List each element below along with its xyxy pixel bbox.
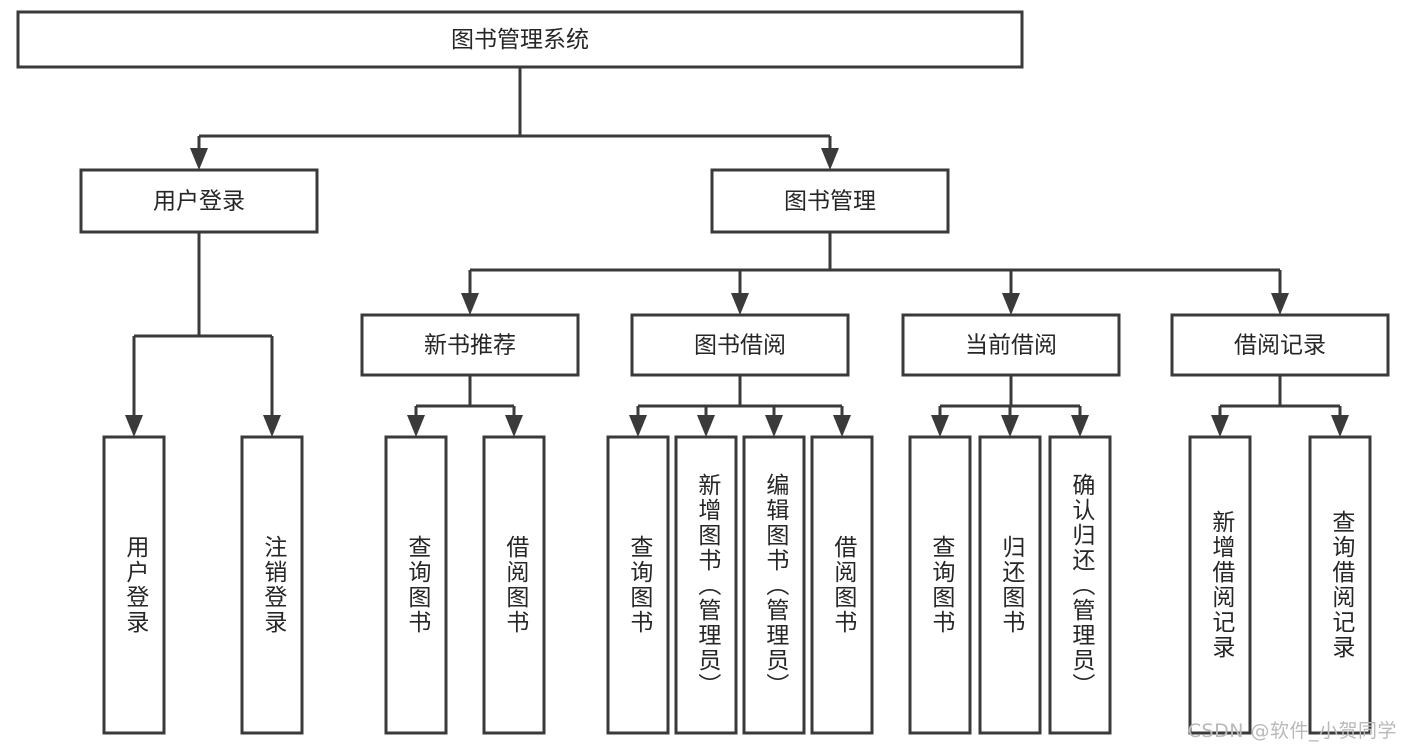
leaf-box-8[interactable] <box>908 435 972 735</box>
node-box-level3-1[interactable] <box>630 313 850 377</box>
node-box-level3-2[interactable] <box>901 313 1121 377</box>
watermark-text: CSDN @软件_小贺同学 <box>1187 720 1397 742</box>
node-label-level3-1: 图书借阅 <box>694 333 786 359</box>
node-label-root: 图书管理系统 <box>451 27 589 53</box>
leaf-box-10[interactable] <box>1048 435 1112 735</box>
boxes-layer <box>16 10 1390 735</box>
node-label-level3-3: 借阅记录 <box>1234 333 1326 359</box>
node-label-level2-1: 图书管理 <box>784 189 876 215</box>
leaf-box-11[interactable] <box>1188 435 1252 735</box>
leaf-box-7[interactable] <box>810 435 874 735</box>
node-label-level2-0: 用户登录 <box>153 189 245 215</box>
leaf-box-12[interactable] <box>1308 435 1372 735</box>
node-box-level2-1[interactable] <box>710 168 950 234</box>
leaf-box-6[interactable] <box>742 435 806 735</box>
node-box-level3-3[interactable] <box>1170 313 1390 377</box>
leaf-box-4[interactable] <box>606 435 670 735</box>
node-box-level2-0[interactable] <box>79 168 319 234</box>
node-box-root[interactable] <box>16 10 1024 69</box>
leaf-box-2[interactable] <box>384 435 448 735</box>
leaf-box-5[interactable] <box>674 435 738 735</box>
leaf-box-9[interactable] <box>978 435 1042 735</box>
leaf-box-1[interactable] <box>240 435 304 735</box>
node-label-level3-0: 新书推荐 <box>424 333 516 359</box>
leaf-box-0[interactable] <box>102 435 166 735</box>
connectors-layer <box>125 67 1349 437</box>
leaf-box-3[interactable] <box>482 435 546 735</box>
node-box-level3-0[interactable] <box>360 313 580 377</box>
node-label-level3-2: 当前借阅 <box>965 333 1057 359</box>
